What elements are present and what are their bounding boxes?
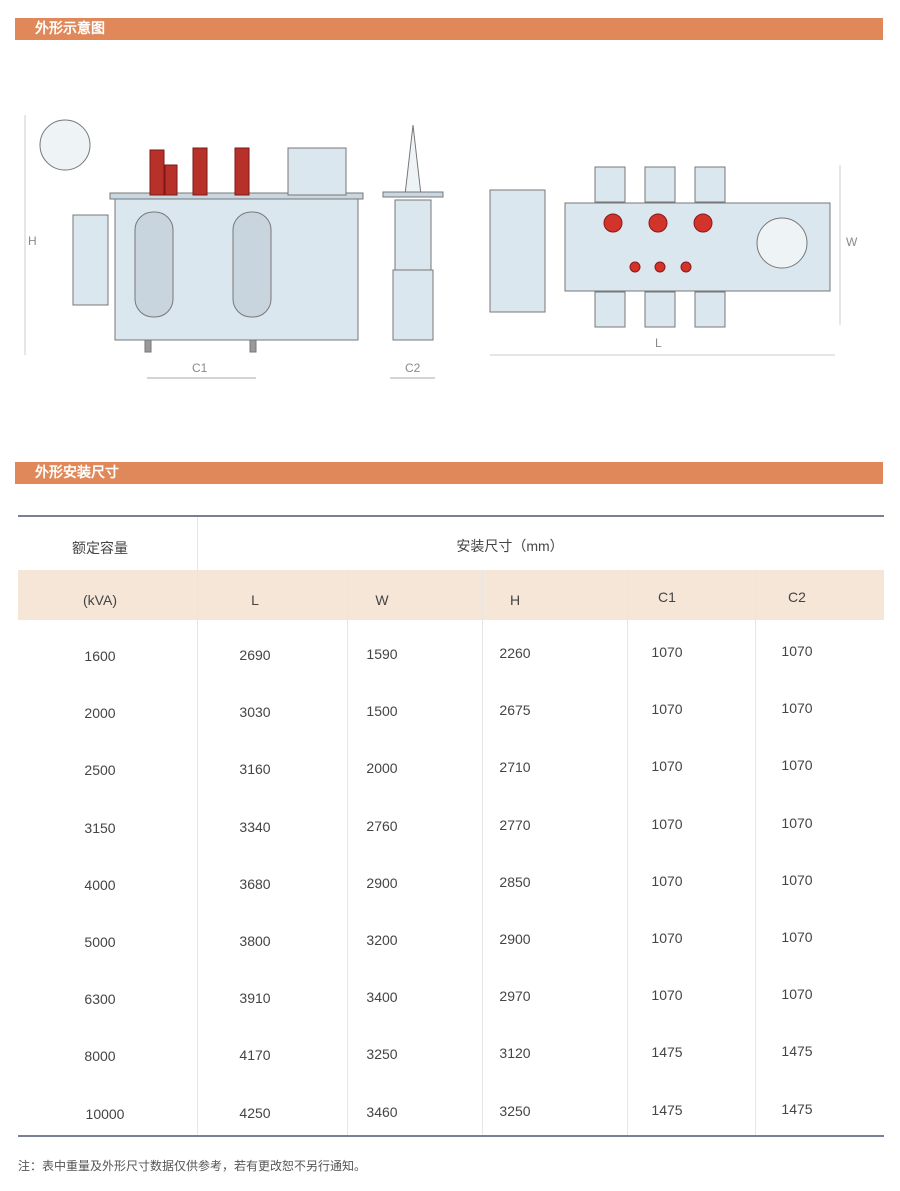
table-cell: 1070 <box>781 814 813 831</box>
side-view <box>382 124 444 341</box>
table-cell: 3910 <box>239 990 271 1007</box>
table-cell: 2690 <box>239 647 271 663</box>
table-cell: 3340 <box>239 818 271 835</box>
top-view <box>489 166 831 328</box>
column-divider <box>755 570 756 1137</box>
table-cell: 10000 <box>85 1105 125 1122</box>
table-cell: 1070 <box>781 643 813 659</box>
table-cell: 3250 <box>499 1102 531 1119</box>
table-cell: 2900 <box>499 931 531 947</box>
table-cell: 2760 <box>366 817 398 834</box>
column-header: C2 <box>788 589 806 605</box>
table-cell: 4170 <box>239 1047 271 1064</box>
table-cell: 1070 <box>781 986 813 1003</box>
table-cell: 3120 <box>499 1045 531 1062</box>
table-cell: 3680 <box>239 875 271 892</box>
section-header-outline: 外形示意图 <box>15 18 883 40</box>
table-cell: 2675 <box>499 702 531 719</box>
table-cell: 3400 <box>366 989 398 1006</box>
table-cell: 1070 <box>781 700 813 717</box>
footnote: 注：表中重量及外形尺寸数据仅供参考，若有更改恕不另行通知。 <box>18 1159 367 1173</box>
label-L: L <box>655 336 662 350</box>
table-cell: 8000 <box>84 1048 116 1065</box>
table-cell: 1070 <box>651 987 683 1004</box>
table-cell: 1070 <box>651 701 683 718</box>
front-view <box>39 119 364 353</box>
label-C1: C1 <box>192 361 208 375</box>
table-cell: 2000 <box>366 760 398 777</box>
column-header: W <box>375 592 389 608</box>
transformer-outline-diagram: H C1 C2 W L <box>24 115 858 379</box>
header-install-dimensions: 安装尺寸（mm） <box>456 538 564 554</box>
table-cell: 6300 <box>84 991 116 1008</box>
section-header-dimensions: 外形安装尺寸 <box>15 462 883 484</box>
table-cell: 2770 <box>499 816 531 833</box>
table-cell: 2500 <box>84 762 116 779</box>
table-cell: 1070 <box>651 930 683 946</box>
table-cell: 3150 <box>84 819 116 836</box>
table-cell: 1475 <box>651 1101 683 1118</box>
table-cell: 1590 <box>366 646 398 662</box>
table-cell: 1070 <box>781 871 813 888</box>
table-cell: 2260 <box>499 645 531 661</box>
header-rated-capacity: 额定容量 <box>72 540 128 556</box>
column-divider <box>627 570 628 1137</box>
table-cell: 3250 <box>366 1046 398 1063</box>
table-cell: 3030 <box>239 704 271 721</box>
table-cell: 2850 <box>499 873 531 890</box>
column-header: (kVA) <box>83 592 117 608</box>
table-header-shade <box>18 570 884 620</box>
column-header: H <box>509 592 521 608</box>
table-cell: 4000 <box>84 876 116 893</box>
table-cell: 1475 <box>781 1100 813 1117</box>
table-cell: 2900 <box>366 874 398 891</box>
table-cell: 3160 <box>239 761 271 778</box>
table-cell: 2970 <box>499 988 531 1005</box>
table-top-rule <box>18 515 884 517</box>
table-cell: 1070 <box>651 644 683 660</box>
table-cell: 1070 <box>651 872 683 889</box>
table-cell: 1070 <box>651 815 683 832</box>
table-cell: 1500 <box>366 703 398 720</box>
table-cell: 1070 <box>781 757 813 774</box>
table-cell: 1600 <box>84 648 116 664</box>
table-cell: 1475 <box>781 1043 813 1060</box>
column-divider <box>347 570 348 1137</box>
table-cell: 1475 <box>651 1044 683 1061</box>
column-header: C1 <box>658 589 676 605</box>
table-cell: 3460 <box>366 1103 398 1120</box>
table-cell: 2000 <box>84 705 116 722</box>
table-cell: 3200 <box>366 932 398 948</box>
label-H: H <box>28 234 37 248</box>
table-cell: 1070 <box>651 758 683 775</box>
table-cell: 1070 <box>781 929 813 945</box>
table-cell: 4250 <box>239 1104 271 1121</box>
column-divider <box>482 570 483 1137</box>
table-bottom-rule <box>18 1135 884 1137</box>
column-divider <box>197 517 198 1137</box>
table-cell: 3800 <box>239 933 271 949</box>
table-cell: 5000 <box>84 934 116 950</box>
table-cell: 2710 <box>499 759 531 776</box>
label-C2: C2 <box>405 361 421 375</box>
column-header: L <box>251 592 259 608</box>
label-W: W <box>846 235 858 249</box>
